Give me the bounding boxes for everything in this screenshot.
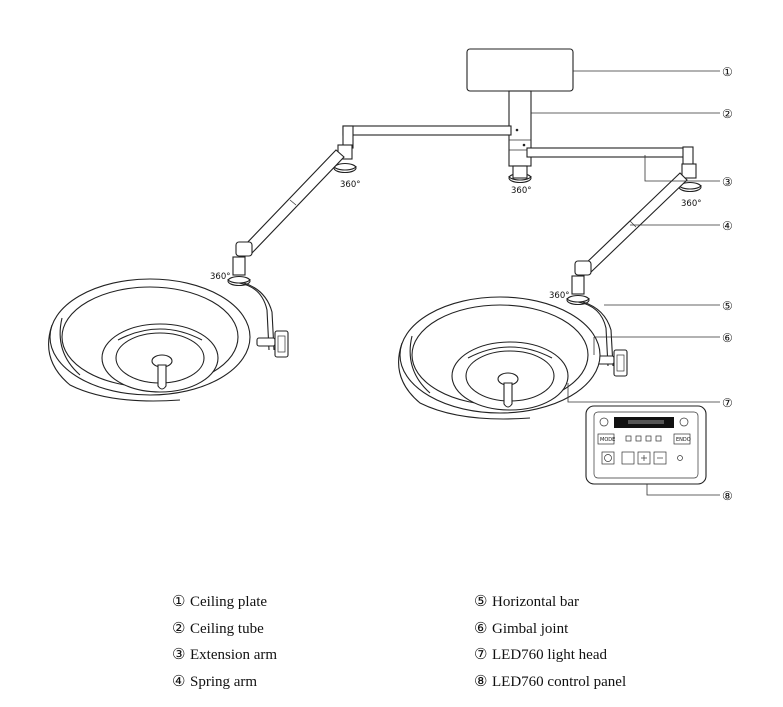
callout-8: ⑧ <box>722 489 733 503</box>
left-spring-arm <box>227 149 345 287</box>
legend-marker: ③ <box>172 647 186 663</box>
left-light-head <box>48 278 251 402</box>
panel-endo-label: ENDO <box>676 437 691 443</box>
control-panel: MODE ENDO <box>585 405 707 485</box>
rotation-label-2: 360° <box>210 272 230 282</box>
legend-text: Extension arm <box>190 647 278 663</box>
callout-5: ⑤ <box>722 299 733 313</box>
callout-3: ③ <box>722 175 733 189</box>
legend-text: Horizontal bar <box>492 594 580 610</box>
rotation-label-3: 360° <box>511 186 531 196</box>
legend-marker: ⑧ <box>474 674 488 690</box>
legend-text: LED760 light head <box>492 647 607 663</box>
legend-text: LED760 control panel <box>492 674 627 690</box>
panel-mode-label: MODE <box>600 437 615 443</box>
left-extension-arm <box>333 125 512 174</box>
ceiling-tube <box>508 90 532 167</box>
right-spring-arm <box>566 172 688 306</box>
legend-marker: ⑥ <box>474 621 488 637</box>
right-yoke <box>577 301 628 377</box>
rotation-label-5: 360° <box>549 291 569 301</box>
center-swivel <box>508 165 532 184</box>
right-light-head <box>398 296 601 420</box>
callout-6: ⑥ <box>722 331 733 345</box>
legend-text: Ceiling tube <box>190 621 264 637</box>
callout-2: ② <box>722 107 733 121</box>
legend-marker: ④ <box>172 674 186 690</box>
ceiling-plate <box>466 48 574 92</box>
surgical-light-diagram: 360° 360° 360° 360° 360° <box>48 48 733 503</box>
legend-text: Gimbal joint <box>492 621 569 637</box>
callout-1: ① <box>722 65 733 79</box>
legend-text: Ceiling plate <box>190 594 268 610</box>
legend-marker: ⑦ <box>474 647 488 663</box>
legend-marker: ⑤ <box>474 594 488 610</box>
callout-7: ⑦ <box>722 396 733 410</box>
left-yoke <box>238 282 289 358</box>
legend-text: Spring arm <box>190 674 258 690</box>
leader-lines <box>531 70 720 496</box>
callout-4: ④ <box>722 219 733 233</box>
rotation-label-1: 360° <box>340 180 360 190</box>
rotation-label-4: 360° <box>681 199 701 209</box>
legend-marker: ② <box>172 621 186 637</box>
legend-marker: ① <box>172 594 186 610</box>
